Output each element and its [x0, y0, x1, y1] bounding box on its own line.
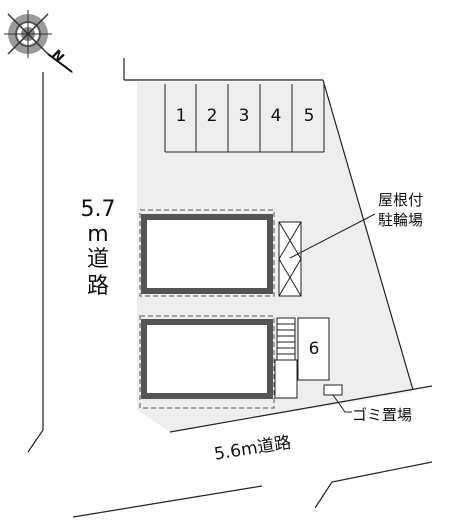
south-road-edge-north — [169, 385, 433, 433]
west-road-width-label: 5.7 — [80, 197, 116, 222]
parking-slot-6-label: 6 — [308, 339, 320, 359]
garbage-area — [323, 384, 343, 396]
west-road-char-1: 道 — [86, 247, 109, 272]
bicycle-parking-label-line-1: 屋根付 — [378, 191, 424, 209]
parking-area — [164, 84, 325, 153]
driveway-edge — [314, 461, 433, 509]
parking-slot-6 — [297, 317, 330, 381]
parking-slot-1: 1 — [175, 106, 187, 126]
compass-rose-icon — [4, 10, 74, 74]
bicycle-parking-leader — [289, 213, 376, 259]
parking-slot-5: 5 — [303, 106, 315, 126]
building-1 — [141, 214, 273, 294]
parking-slot-4: 4 — [270, 106, 282, 126]
south-road-edge-south — [72, 485, 263, 518]
west-road-char-2: 路 — [86, 274, 109, 299]
west-road-unit-label: m — [87, 222, 109, 247]
bicycle-parking — [278, 221, 302, 297]
garbage-leader — [332, 394, 352, 413]
building-1-outline — [139, 209, 275, 297]
building-2 — [141, 319, 273, 399]
garbage-label: ゴミ置場 — [352, 406, 413, 424]
building-2-outline — [139, 315, 275, 409]
stairs — [274, 317, 298, 399]
parking-slot-3: 3 — [238, 106, 250, 126]
lot-boundary-east — [322, 79, 414, 391]
bicycle-parking-label-line-2: 駐輪場 — [378, 211, 424, 229]
parking-slot-2: 2 — [206, 106, 218, 126]
west-road-edge — [27, 72, 44, 453]
